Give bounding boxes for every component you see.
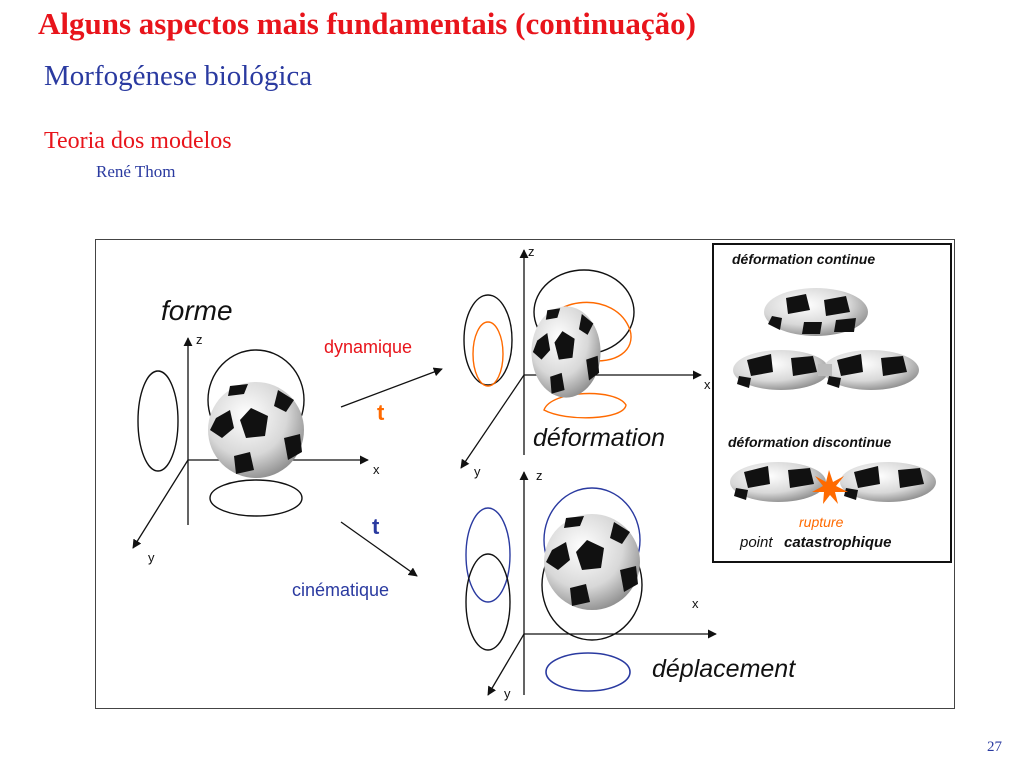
axis-y-deformation (460, 374, 525, 469)
label-deformation: déformation (533, 424, 665, 452)
label-deformation-discontinue: déformation discontinue (728, 434, 892, 450)
projection-yz-deformation (472, 321, 504, 387)
axis-y-deplacement (487, 633, 525, 696)
morphogenesis-figure: forme z x y dynamique t t cinématique z … (95, 239, 955, 709)
page-number: 27 (987, 739, 1002, 755)
label-catastrophique: catastrophique (784, 534, 892, 551)
arrow-cinematique (340, 521, 418, 577)
axis-y-left (132, 459, 189, 549)
projection-xy-left (209, 479, 303, 517)
projection-yz-deplacement (465, 507, 511, 603)
label-t-cinematique: t (372, 514, 380, 539)
ball-fragment-left (730, 462, 826, 502)
axis-label-x-deformation: x (704, 377, 711, 392)
soccer-ball-displaced (544, 514, 640, 610)
label-t-dynamique: t (377, 400, 385, 425)
axis-label-z: z (196, 332, 203, 347)
arrow-dynamique (340, 367, 443, 408)
axis-label-y: y (148, 550, 155, 565)
projection-xy-deformation (543, 392, 627, 419)
axis-label-z-deformation: z (528, 244, 535, 259)
ball-fragment-right (840, 462, 936, 502)
projection-yz-left (137, 370, 179, 472)
label-forme: forme (161, 295, 233, 326)
label-deplacement: déplacement (652, 655, 796, 683)
axis-label-y-deformation: y (474, 464, 481, 479)
projection-xy-deplacement (545, 652, 631, 692)
rupture-star-icon (812, 470, 848, 504)
ball-deformation-continue-2 (733, 350, 919, 390)
projection-yz-deplacement-initial (465, 553, 511, 651)
author-name: René Thom (96, 162, 176, 181)
label-deformation-continue: déformation continue (732, 251, 875, 267)
axis-label-y-deplacement: y (504, 686, 511, 701)
slide-title: Alguns aspectos mais fundamentais (conti… (38, 6, 696, 41)
figure-canvas: forme z x y dynamique t t cinématique z … (132, 243, 952, 701)
soccer-ball-forme (208, 382, 304, 478)
axis-label-z-deplacement: z (536, 468, 543, 483)
axis-label-x-deplacement: x (692, 596, 699, 611)
section-heading: Teoria dos modelos (44, 128, 232, 154)
soccer-ball-deformed (531, 306, 601, 398)
label-dynamique: dynamique (324, 337, 412, 357)
slide-subtitle: Morfogénese biológica (44, 60, 313, 92)
label-point: point (739, 534, 773, 551)
projection-yz-deformation-initial (463, 294, 513, 386)
ball-deformation-continue-1 (764, 288, 868, 336)
label-cinematique: cinématique (292, 580, 389, 600)
label-rupture: rupture (799, 514, 844, 530)
axis-label-x: x (373, 462, 380, 477)
